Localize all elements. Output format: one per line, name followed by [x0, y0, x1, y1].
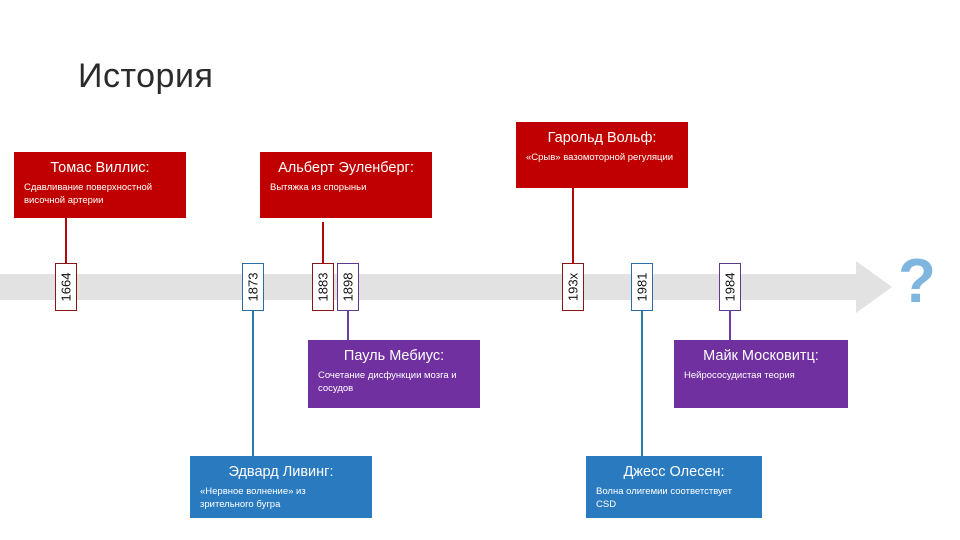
- timeline-date-1664[interactable]: 1664: [55, 263, 77, 311]
- event-title: Гарольд Вольф:: [547, 130, 657, 146]
- timeline-date-1883[interactable]: 1883: [312, 263, 334, 311]
- event-title: Эдвард Ливинг:: [228, 464, 334, 480]
- event-description: Сдавливание поверхностной височной артер…: [24, 182, 153, 206]
- connector-paul-moebius: [347, 300, 349, 340]
- event-card-michael-moskowitz[interactable]: Майк Московитц: Нейрососудистая теория: [674, 340, 848, 408]
- event-card-thomas-willis[interactable]: Томас Виллис: Сдавливание поверхностной …: [14, 152, 186, 218]
- timeline-date-label: 1664: [58, 272, 74, 302]
- timeline-date-1873[interactable]: 1873: [242, 263, 264, 311]
- event-card-paul-moebius[interactable]: Пауль Мебиус: Сочетание дисфункции мозга…: [308, 340, 480, 408]
- event-description: Вытяжка из спорыньи: [270, 182, 367, 193]
- connector-edward-liveing: [252, 300, 254, 456]
- connector-jes-olesen: [641, 300, 643, 456]
- timeline-date-1984[interactable]: 1984: [719, 263, 741, 311]
- connector-harold-wolff: [572, 188, 574, 276]
- connector-michael-moskowitz: [729, 300, 731, 340]
- event-title: Пауль Мебиус:: [343, 348, 445, 364]
- timeline-bar: [0, 274, 862, 300]
- timeline-date-label: 1873: [245, 272, 261, 302]
- timeline-date-label: 1898: [340, 272, 356, 302]
- event-title: Майк Московитц:: [703, 348, 819, 364]
- event-card-harold-wolff[interactable]: Гарольд Вольф: «Срыв» вазомоторной регул…: [516, 122, 688, 188]
- timeline-date-193x[interactable]: 193x: [562, 263, 584, 311]
- timeline-date-1981[interactable]: 1981: [631, 263, 653, 311]
- event-card-albert-eulenburg[interactable]: Альберт Эуленберг: Вытяжка из спорыньи: [260, 152, 432, 218]
- page-title: История: [78, 57, 214, 95]
- connector-thomas-willis: [65, 218, 67, 276]
- event-card-jes-olesen[interactable]: Джесс Олесен: Волна олигемии соответству…: [586, 456, 762, 518]
- timeline-date-1898[interactable]: 1898: [337, 263, 359, 311]
- event-description: Нейрососудистая теория: [684, 370, 795, 381]
- question-mark-icon: ?: [898, 247, 936, 316]
- event-description: «Нервное волнение» из зрительного бугра: [200, 486, 306, 510]
- event-title: Альберт Эуленберг:: [278, 160, 414, 176]
- timeline-arrowhead: [856, 261, 892, 313]
- timeline-date-label: 193x: [565, 272, 581, 302]
- event-title: Джесс Олесен:: [623, 464, 725, 480]
- event-title: Томас Виллис:: [50, 160, 150, 176]
- event-description: «Срыв» вазомоторной регуляции: [526, 152, 674, 163]
- connector-albert-eulenburg: [322, 222, 324, 276]
- event-card-edward-liveing[interactable]: Эдвард Ливинг: «Нервное волнение» из зри…: [190, 456, 372, 518]
- timeline-date-label: 1981: [634, 272, 650, 302]
- timeline-date-label: 1984: [722, 272, 738, 302]
- event-description: Волна олигемии соответствует CSD: [596, 486, 732, 510]
- event-description: Сочетание дисфункции мозга и сосудов: [318, 370, 457, 394]
- timeline-date-label: 1883: [315, 272, 331, 302]
